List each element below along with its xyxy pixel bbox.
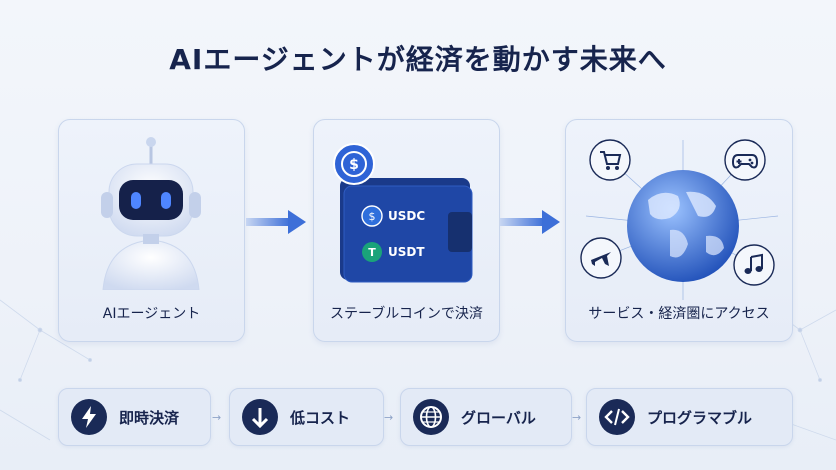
coin-usdc-label: USDC — [388, 209, 425, 223]
feature-label: グローバル — [461, 409, 536, 427]
svg-text:$: $ — [349, 157, 359, 173]
arrow-right-icon — [246, 210, 306, 234]
globe-grid-icon — [420, 406, 442, 428]
airplane-icon — [591, 252, 611, 266]
globe-icon — [580, 139, 779, 300]
feature-label: 即時決済 — [119, 409, 180, 427]
coin-usdt-label: USDT — [388, 245, 425, 259]
card-label-services: サービス・経済圏にアクセス — [588, 306, 770, 322]
card-ai-agent: AIエージェント — [58, 119, 245, 342]
code-icon — [604, 408, 630, 426]
music-note-icon — [744, 253, 763, 274]
card-stablecoin-payment: $ $ T USDC USDT ステーブルコインで決済 — [313, 119, 500, 342]
separator-arrow-icon: → — [384, 411, 394, 424]
separator-arrow-icon: → — [212, 411, 222, 424]
feature-global: グローバル — [400, 388, 572, 446]
separator-arrow-icon: → — [572, 411, 582, 424]
arrow-right-icon — [500, 210, 560, 234]
page-title: AIエージェントが経済を動かす未来へ — [169, 43, 667, 76]
feature-low-cost: 低コスト — [229, 388, 384, 446]
shopping-cart-icon — [600, 151, 622, 170]
feature-label: 低コスト — [290, 409, 351, 427]
robot-icon — [101, 137, 201, 290]
svg-text:$: $ — [369, 210, 376, 223]
card-services-economy: サービス・経済圏にアクセス — [565, 119, 793, 342]
feature-label: プログラマブル — [647, 409, 753, 427]
svg-text:T: T — [368, 246, 376, 259]
card-label-stablecoin: ステーブルコインで決済 — [330, 306, 483, 322]
lightning-icon — [82, 406, 96, 428]
arrow-down-icon — [251, 408, 269, 429]
feature-programmable: プログラマブル — [586, 388, 793, 446]
feature-instant-payment: 即時決済 — [58, 388, 211, 446]
wallet-icon: $ $ T USDC USDT — [333, 143, 473, 283]
card-label-ai-agent: AIエージェント — [102, 306, 201, 322]
gamepad-icon — [732, 154, 758, 169]
